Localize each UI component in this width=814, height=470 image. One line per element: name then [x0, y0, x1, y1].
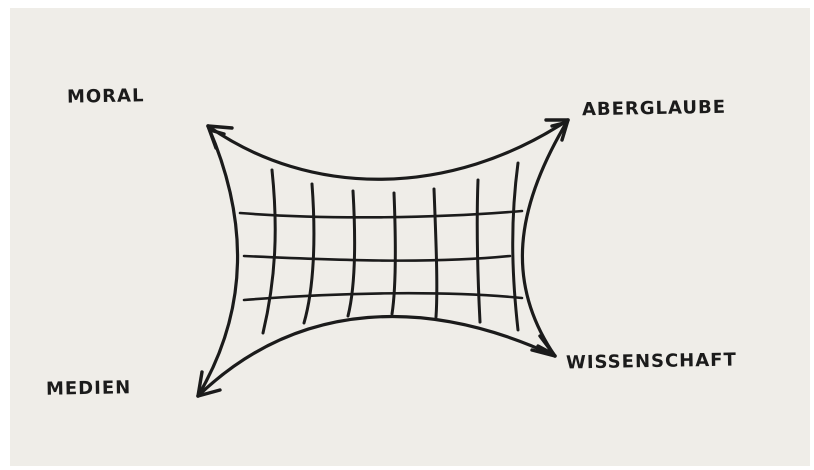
vertical-grid-lines: [263, 163, 518, 333]
label-wissenschaft: WISSENSCHAFT: [566, 350, 737, 374]
sketch-paper: MORAL ABERGLAUBE MEDIEN WISSENSCHAFT: [10, 8, 810, 466]
right-boundary-curve: [522, 120, 568, 356]
label-aberglaube: ABERGLAUBE: [582, 97, 726, 121]
left-boundary-curve: [198, 126, 238, 396]
label-medien: MEDIEN: [46, 377, 132, 399]
label-moral: MORAL: [67, 85, 145, 107]
bottom-boundary-curve: [198, 317, 555, 396]
top-boundary-curve: [208, 120, 568, 179]
arrowhead-top-left: [208, 126, 232, 148]
